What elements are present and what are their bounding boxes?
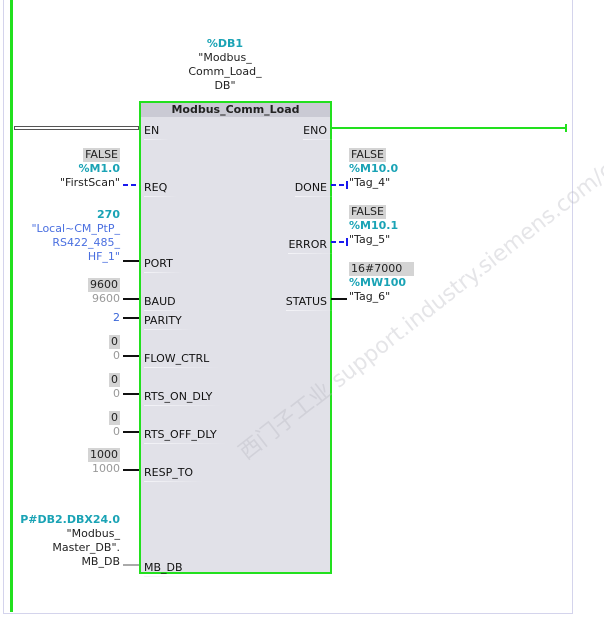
error-wire-end (346, 238, 348, 246)
function-block[interactable]: Modbus_Comm_Load EN REQ PORT BAUD PARITY… (139, 101, 338, 577)
rts-off-dly-wire (123, 431, 139, 433)
pin-status: STATUS (285, 295, 338, 311)
baud-operand[interactable]: 9600 9600 (88, 278, 120, 306)
done-operand[interactable]: FALSE %M10.0 "Tag_4" (349, 148, 398, 190)
pin-resp-to: RESP_TO (144, 466, 204, 482)
pin-mb-db: MB_DB (144, 561, 193, 577)
pin-port: PORT (144, 257, 183, 273)
error-symbol: "Tag_5" (349, 233, 391, 246)
error-wire (331, 241, 347, 243)
en-wire (14, 126, 139, 130)
instance-db-name: "Modbus_ Comm_Load_ DB" (188, 51, 262, 92)
left-border (3, 0, 4, 614)
status-address: %MW100 (349, 276, 407, 289)
req-operand[interactable]: FALSE %M1.0 "FirstScan" (60, 148, 120, 190)
pin-req: REQ (144, 181, 178, 197)
right-border (572, 0, 573, 614)
parity-param[interactable]: 2 (113, 311, 120, 324)
req-address: %M1.0 (78, 162, 120, 175)
baud-value: 9600 (88, 278, 120, 292)
mb-db-wire (123, 564, 139, 566)
rts-on-dly-param: 0 (113, 387, 120, 400)
done-value: FALSE (349, 148, 386, 162)
flow-ctrl-value: 0 (109, 335, 120, 349)
bottom-border (3, 613, 573, 614)
flow-ctrl-operand[interactable]: 0 0 (109, 335, 120, 363)
pin-parity: PARITY (144, 314, 192, 330)
instance-db-address: %DB1 (206, 37, 244, 50)
resp-to-operand[interactable]: 1000 1000 (88, 448, 120, 476)
pin-done: DONE (294, 181, 338, 197)
rts-off-dly-value: 0 (109, 411, 120, 425)
pin-flow-ctrl: FLOW_CTRL (144, 352, 220, 368)
parity-wire (123, 317, 139, 319)
baud-wire (123, 298, 139, 300)
rts-on-dly-wire (123, 393, 139, 395)
block-title: Modbus_Comm_Load (141, 103, 330, 117)
eno-wire-end (565, 124, 567, 132)
pin-error: ERROR (288, 238, 337, 254)
done-wire-end (346, 181, 348, 189)
mb-db-symbol: "Modbus_ Master_DB". MB_DB (52, 527, 120, 568)
rts-on-dly-value: 0 (109, 373, 120, 387)
port-operand[interactable]: 270 "Local~CM_PtP_ RS422_485_ HF_1" (31, 208, 120, 264)
rts-off-dly-param: 0 (113, 425, 120, 438)
rts-off-dly-operand[interactable]: 0 0 (109, 411, 120, 439)
req-wire (123, 184, 139, 186)
mb-db-address: P#DB2.DBX24.0 (20, 513, 120, 526)
flow-ctrl-wire (123, 355, 139, 357)
status-wire (331, 298, 347, 300)
done-wire (331, 184, 347, 186)
power-rail (10, 0, 13, 612)
port-symbol: "Local~CM_PtP_ RS422_485_ HF_1" (31, 222, 120, 263)
rts-on-dly-operand[interactable]: 0 0 (109, 373, 120, 401)
baud-param: 9600 (92, 292, 120, 305)
resp-to-wire (123, 469, 139, 471)
status-operand[interactable]: 16#7000 %MW100 "Tag_6" (349, 262, 415, 304)
pin-eno: ENO (303, 124, 337, 140)
resp-to-param: 1000 (92, 462, 120, 475)
done-address: %M10.0 (349, 162, 399, 175)
flow-ctrl-param: 0 (113, 349, 120, 362)
port-value: 270 (97, 208, 120, 221)
status-symbol: "Tag_6" (349, 290, 391, 303)
req-value: FALSE (83, 148, 120, 162)
req-symbol: "FirstScan" (59, 176, 120, 189)
port-wire (123, 260, 139, 262)
pin-rts-on-dly: RTS_ON_DLY (144, 390, 223, 406)
error-address: %M10.1 (349, 219, 399, 232)
pin-rts-off-dly: RTS_OFF_DLY (144, 428, 227, 444)
status-value: 16#7000 (349, 262, 415, 276)
pin-baud: BAUD (144, 295, 186, 311)
eno-wire (331, 127, 566, 129)
instance-db[interactable]: %DB1 "Modbus_ Comm_Load_ DB" (150, 37, 300, 93)
error-value: FALSE (349, 205, 386, 219)
resp-to-value: 1000 (88, 448, 120, 462)
done-symbol: "Tag_4" (349, 176, 391, 189)
pin-en: EN (144, 124, 170, 140)
error-operand[interactable]: FALSE %M10.1 "Tag_5" (349, 205, 398, 247)
mb-db-operand[interactable]: P#DB2.DBX24.0 "Modbus_ Master_DB". MB_DB (20, 513, 120, 569)
